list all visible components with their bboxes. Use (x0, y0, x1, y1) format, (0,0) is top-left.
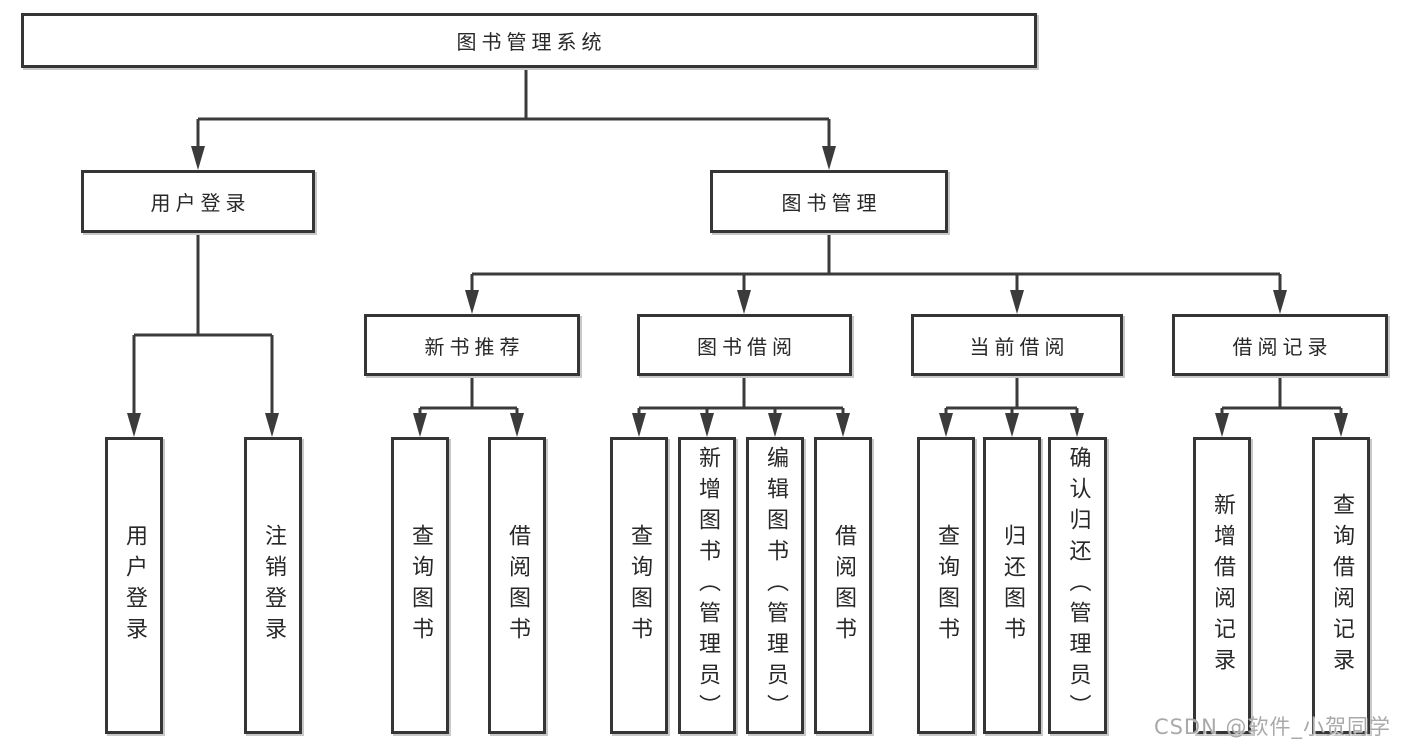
leaf-add-borrow-record: 新增借阅记录 (1193, 437, 1251, 734)
leaf-query-books-current-label: 查询图书 (934, 523, 959, 648)
arrowheads (127, 146, 1348, 437)
leaf-add-books-admin-label: 新增图书（管理员） (695, 446, 720, 725)
node-user-login-label: 用户登录 (150, 191, 251, 215)
leaf-logout-label: 注销登录 (261, 523, 286, 648)
leaf-query-borrow-record-label: 查询借阅记录 (1329, 492, 1354, 679)
node-root: 图书管理系统 (21, 13, 1037, 68)
node-user-login: 用户登录 (81, 170, 315, 233)
node-book-management-label: 图书管理 (781, 191, 882, 215)
leaf-return-books-label: 归还图书 (1000, 523, 1025, 648)
leaf-query-books-recommend: 查询图书 (391, 437, 449, 734)
node-borrowing-records-label: 借阅记录 (1232, 334, 1333, 359)
leaf-logout: 注销登录 (244, 437, 302, 734)
leaf-query-books-current: 查询图书 (917, 437, 975, 734)
leaf-query-books-borrowing-label: 查询图书 (627, 523, 652, 648)
node-new-book-recommend: 新书推荐 (364, 314, 580, 376)
leaf-borrow-books-recommend-label: 借阅图书 (505, 523, 530, 648)
leaf-borrow-books-recommend: 借阅图书 (488, 437, 546, 734)
leaf-return-books: 归还图书 (983, 437, 1041, 734)
leaf-borrow-books-borrowing-label: 借阅图书 (831, 523, 856, 648)
node-new-book-recommend-label: 新书推荐 (424, 334, 525, 359)
leaf-confirm-return-admin: 确认归还（管理员） (1048, 437, 1107, 734)
node-book-management: 图书管理 (710, 170, 948, 233)
leaf-edit-books-admin-label: 编辑图书（管理员） (763, 446, 788, 725)
leaf-query-books-recommend-label: 查询图书 (408, 523, 433, 648)
leaf-query-books-borrowing: 查询图书 (610, 437, 668, 734)
node-current-borrowing: 当前借阅 (911, 314, 1123, 376)
leaf-confirm-return-admin-label: 确认归还（管理员） (1065, 446, 1091, 725)
leaf-edit-books-admin: 编辑图书（管理员） (746, 437, 804, 734)
leaf-query-borrow-record: 查询借阅记录 (1312, 437, 1370, 734)
node-book-borrowing: 图书借阅 (637, 314, 852, 376)
node-root-label: 图书管理系统 (456, 30, 607, 54)
leaf-user-login: 用户登录 (105, 437, 163, 734)
node-current-borrowing-label: 当前借阅 (969, 334, 1070, 359)
node-borrowing-records: 借阅记录 (1172, 314, 1388, 376)
leaf-borrow-books-borrowing: 借阅图书 (814, 437, 872, 734)
leaf-user-login-label: 用户登录 (122, 523, 147, 648)
leaf-add-borrow-record-label: 新增借阅记录 (1210, 492, 1235, 679)
node-book-borrowing-label: 图书借阅 (697, 334, 797, 359)
csdn-watermark: CSDN @软件_小贺同学 (1153, 715, 1391, 739)
leaf-add-books-admin: 新增图书（管理员） (678, 437, 736, 734)
